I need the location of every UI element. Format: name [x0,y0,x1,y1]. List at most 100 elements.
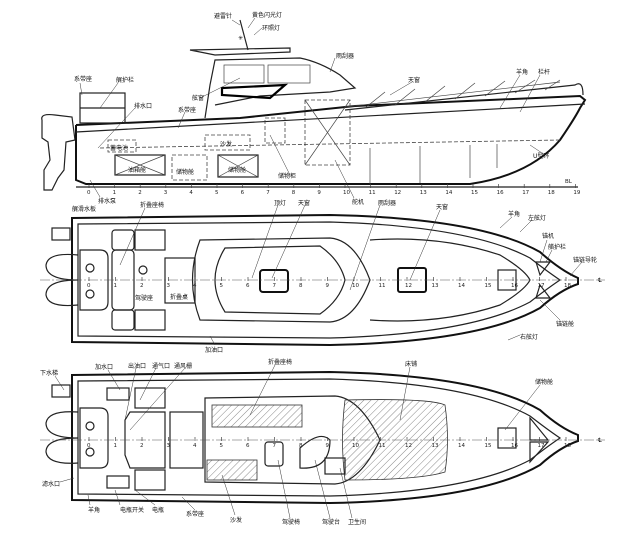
label-skylight: 天窗 [408,76,420,84]
label-vent-grille: 通风栅 [174,362,192,370]
label-storage-locker: 储物柜 [278,172,296,180]
station-number: 18 [564,283,571,289]
station-number: 11 [369,190,376,196]
station-number: 12 [405,283,412,289]
outboard-motor [41,113,76,191]
station-number: 12 [394,190,401,196]
station-number: 16 [497,190,504,196]
station-number: 9 [326,283,330,289]
station-number: 15 [485,283,492,289]
label-flash-light: 黄色闪光灯 [252,11,282,19]
station-number: 17 [538,443,545,449]
station-number: 13 [432,283,439,289]
station-number: 2 [140,443,144,449]
label-ladder: 下水梯 [40,369,58,377]
cabin-profile [204,57,357,119]
station-number: 9 [317,190,321,196]
station-number: 9 [326,443,330,449]
label-cleat-base: 系带座 [186,510,204,518]
station-number: 16 [511,283,518,289]
hull-profile [75,94,587,185]
label-cleat-mid: 系带座 [178,106,196,114]
station-number: 14 [458,443,465,449]
station-number: 11 [379,283,386,289]
station-number: 3 [167,283,171,289]
station-number: 17 [538,283,545,289]
station-number: 13 [420,190,427,196]
label-wiper: 雨刮器 [378,199,396,207]
label-starboard-light: 右舷灯 [520,333,538,341]
label-cleat-stern: 系带座 [74,75,92,83]
station-number: 8 [292,190,296,196]
label-vent: 通气口 [152,362,170,370]
label-cleat-bow: 羊角 [516,68,528,76]
label-transom-plate: 艉滑水板 [72,205,96,213]
station-number: 0 [87,190,91,196]
label-drain: 排水口 [134,102,152,110]
station-number: 7 [273,443,277,449]
station-number: 15 [485,443,492,449]
skylight-aft [259,269,289,293]
interior-hull-outline [71,370,579,505]
station-number: 18 [548,190,555,196]
station-number: 5 [215,190,219,196]
station-number: 10 [352,283,359,289]
label-folding-seat-2: 折叠座椅 [268,358,292,366]
label-console: 驾驶台 [322,518,340,526]
station-number: 1 [113,190,117,196]
driver-chair [264,441,284,467]
label-storage: 储物舱 [176,168,194,176]
centerline-symbol-2: ℄ [598,437,602,444]
label-folding-seat: 折叠座椅 [140,201,164,209]
label-water-filler: 加水口 [95,363,113,371]
label-u-ring: U型环 [533,152,549,160]
label-sofa-2: 沙发 [230,516,242,524]
station-number: 4 [193,443,197,449]
centerline-symbol: ℄ [598,277,602,284]
label-sofa: 沙发 [220,140,232,148]
label-storage-2: 储物舱 [535,378,553,386]
station-number: 1 [114,283,118,289]
station-number: 3 [164,190,168,196]
toilet [324,457,346,475]
station-number: 4 [189,190,193,196]
label-windlass: 锚机 [542,232,554,240]
deck-hull-outline [71,213,579,347]
label-bed: 床铺 [405,360,417,368]
label-battery-2: 电瓶 [152,506,164,514]
station-number: 0 [87,443,91,449]
label-folding-table: 折叠桌 [170,293,188,301]
label-driver-chair: 驾驶椅 [282,518,300,526]
station-number: 19 [573,190,580,196]
label-skylight-2: 天窗 [436,203,448,211]
station-number: 8 [299,443,303,449]
folding-seat-cushions [211,404,303,428]
label-wiper: 雨刮器 [336,52,354,60]
station-number: 11 [379,443,386,449]
station-number: 15 [471,190,478,196]
station-number: 1 [114,443,118,449]
label-bow-rail: 艏护栏 [548,243,566,251]
label-rudder: 舵机 [352,198,364,206]
label-fuel-filler: 加油口 [205,346,223,354]
label-lightning-rod: 避雷针 [214,12,232,20]
label-fuel-outlet: 出油口 [128,362,146,370]
baseline-label: BL [565,179,573,185]
mast [239,19,249,51]
label-port-light: 左舷灯 [528,214,546,222]
station-number: 0 [87,283,91,289]
station-number: 14 [445,190,452,196]
station-number: 2 [140,283,144,289]
station-number: 4 [193,283,197,289]
station-number: 3 [167,443,171,449]
side-window [220,83,289,100]
station-number: 6 [241,190,245,196]
label-toilet: 卫生间 [348,518,366,526]
label-rail: 栏杆 [538,68,550,76]
